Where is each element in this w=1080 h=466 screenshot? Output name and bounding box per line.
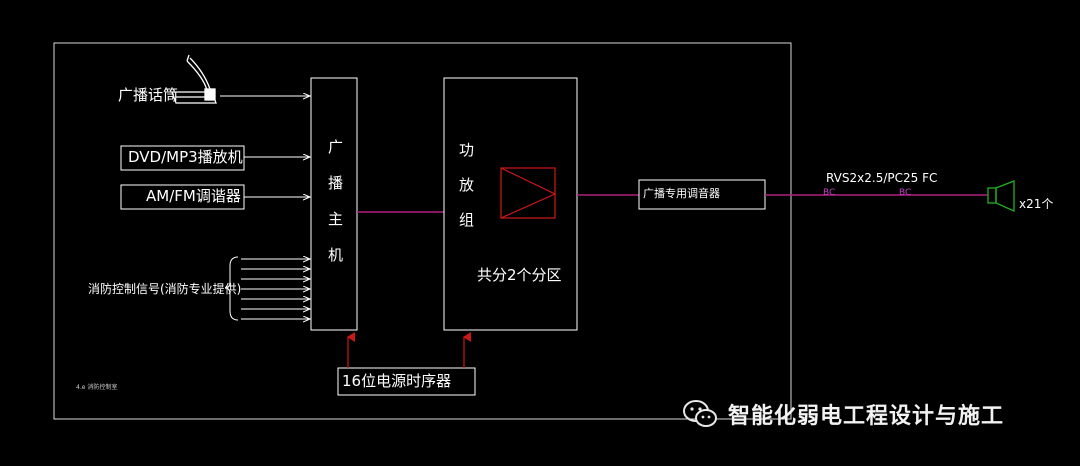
fire-signal-arrows — [241, 259, 310, 319]
host-char-4: 机 — [328, 246, 344, 264]
amp-char-2: 放 — [459, 176, 475, 194]
amplifier-icon — [500, 167, 557, 219]
amp-char-1: 功 — [459, 141, 475, 159]
wechat-icon — [683, 400, 717, 427]
watermark: 智能化弱电工程设计与施工 — [682, 398, 1004, 430]
amp-char-3: 组 — [459, 211, 475, 229]
dvd-box — [120, 145, 245, 171]
cable-label: RVS2x2.5/PC25 FC — [826, 171, 938, 185]
microphone-label: 广播话筒 — [118, 86, 179, 104]
watermark-text: 智能化弱电工程设计与施工 — [728, 404, 1005, 429]
microphone-icon — [171, 54, 217, 104]
speaker-icon — [987, 180, 1015, 213]
sequencer-label: 16位电源时序器 — [342, 372, 452, 390]
control-room-note: 4.e 消防控制室 — [76, 384, 118, 391]
dvd-label: DVD/MP3播放机 — [128, 148, 243, 166]
tuner-label: AM/FM调谐器 — [146, 187, 241, 205]
amplifier-box — [443, 77, 578, 331]
host-char-3: 主 — [328, 210, 344, 228]
bc-label-1: BC — [823, 188, 836, 198]
fire-signal-label: 消防控制信号(消防专业提供) — [88, 282, 242, 296]
amp-zones-label: 共分2个分区 — [477, 266, 562, 284]
host-char-2: 播 — [328, 174, 344, 192]
fire-signal-brace — [224, 256, 239, 321]
bc-label-2: BC — [899, 188, 912, 198]
sequencer-box — [337, 367, 476, 396]
host-char-1: 广 — [328, 138, 344, 156]
tuner-box — [120, 184, 245, 210]
outer-frame — [53, 42, 792, 420]
speaker-count-label: x21个 — [1019, 197, 1054, 211]
host-box — [310, 77, 358, 331]
volume-controller-label: 广播专用调音器 — [643, 187, 720, 200]
